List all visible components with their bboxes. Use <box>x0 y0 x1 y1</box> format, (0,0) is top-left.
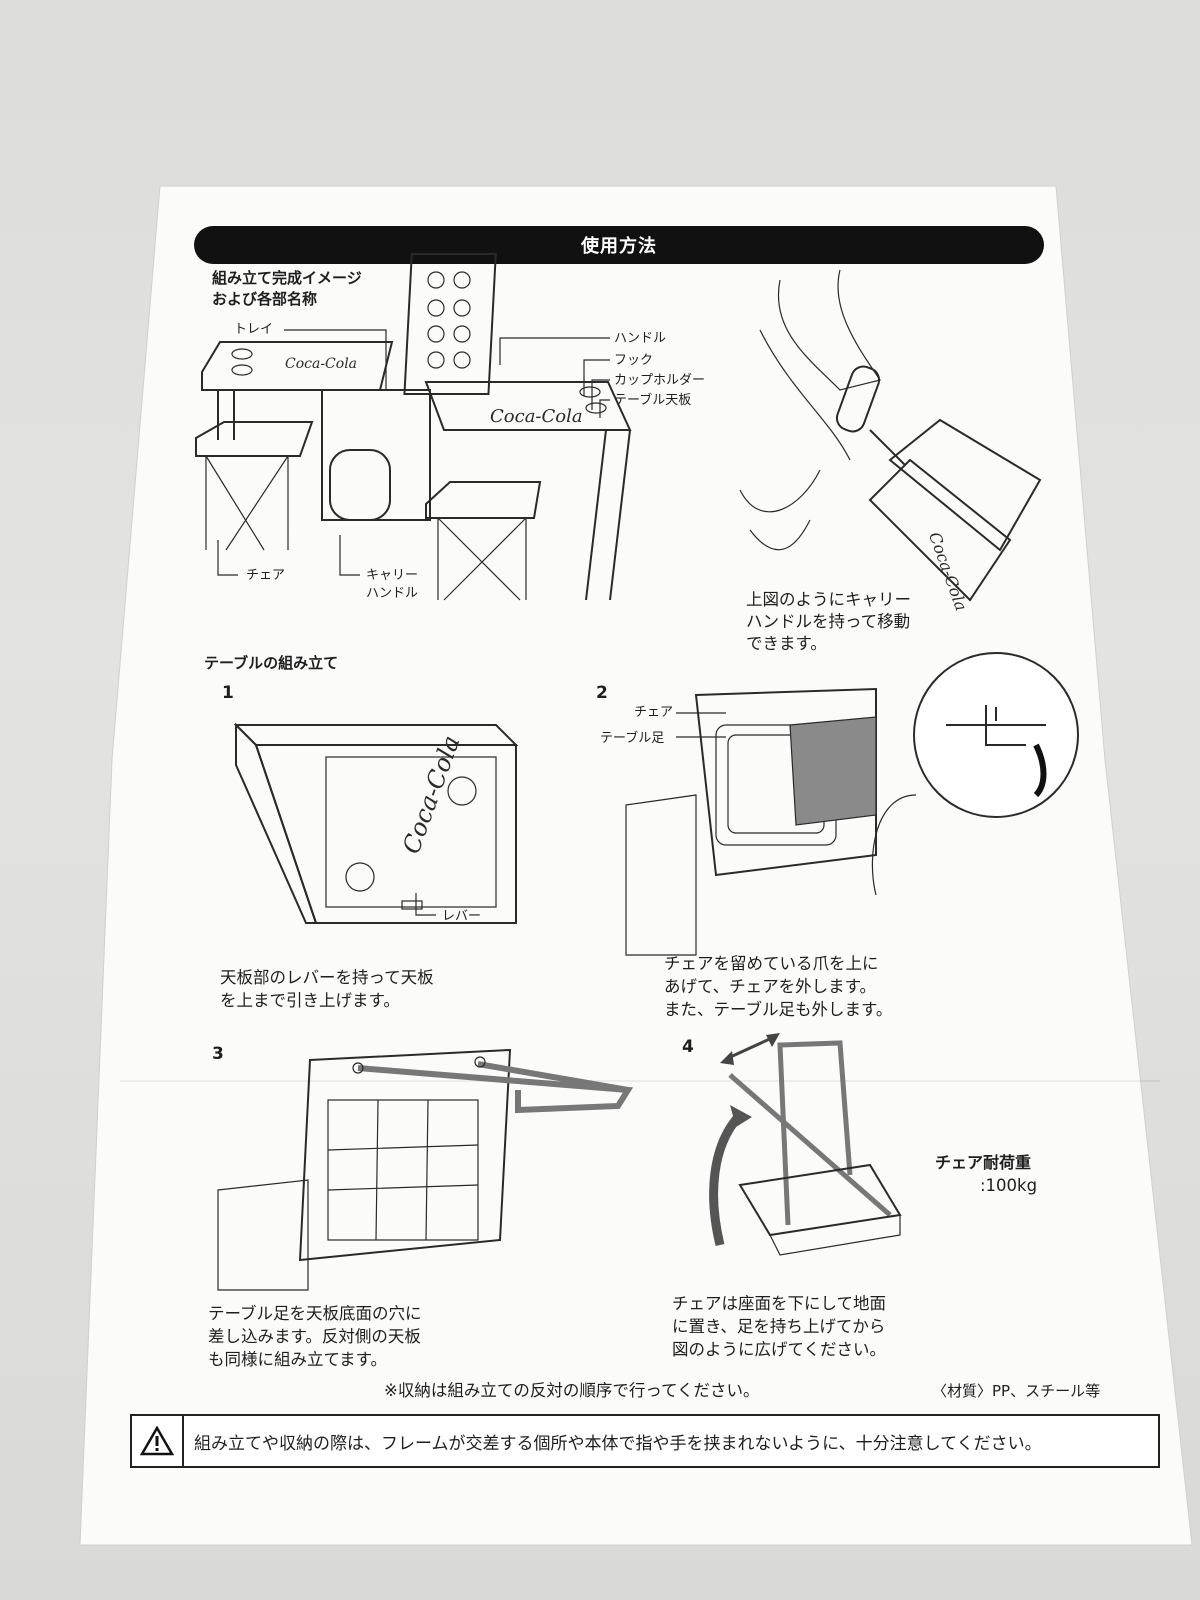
logo-step1: Coca-Cola <box>397 732 466 858</box>
logo-carry: Coca-Cola <box>925 529 971 613</box>
part-label-carry-handle-2: ハンドル <box>366 586 419 601</box>
step-3-illustration <box>217 1048 634 1291</box>
step-3-text-3: も同様に組み立てます。 <box>208 1350 388 1369</box>
section-title: 使用方法 <box>581 236 657 257</box>
carry-note-2: ハンドルを持って移動 <box>746 612 911 631</box>
overview-title-line1: 組み立て完成イメージ <box>212 269 362 287</box>
warning-icon-cell <box>132 1416 184 1466</box>
step-1-text-2: を上まで引き上げます。 <box>220 991 400 1010</box>
step-4-illustration <box>709 1033 902 1256</box>
part-label-hook: フック <box>614 353 654 368</box>
logo-right-top: Coca-Cola <box>490 406 583 427</box>
step-1-label-lever: レバー <box>442 909 482 924</box>
step-2-number: 2 <box>596 683 608 703</box>
part-label-chair: チェア <box>246 568 286 583</box>
tray-cup-holes <box>427 271 471 369</box>
part-label-table-top: テーブル天板 <box>614 393 692 408</box>
carry-note-1: 上図のようにキャリー <box>746 590 911 609</box>
storage-note: ※収納は組み立ての反対の順序で行ってください。 <box>384 1381 760 1400</box>
part-label-tray: トレイ <box>234 322 274 337</box>
part-label-cup-holder: カップホルダー <box>614 373 706 388</box>
material-note: 〈材質〉PP、スチール等 <box>932 1382 1101 1400</box>
overview-leader-lines <box>217 329 610 576</box>
warning-box: 組み立てや収納の際は、フレームが交差する個所や本体で指や手を挟まれないように、十… <box>130 1414 1160 1468</box>
step-3-text-2: 差し込みます。反対側の天板 <box>208 1327 421 1346</box>
carry-illustration: Coca-Cola <box>739 269 1042 613</box>
part-label-carry-handle-1: キャリー <box>366 568 419 583</box>
step-2-illustration <box>625 652 1079 956</box>
step-1-number: 1 <box>222 683 234 703</box>
paper-fold-line <box>120 1080 1160 1082</box>
carry-note-3: できます。 <box>746 634 827 653</box>
section-header: 使用方法 <box>194 226 1044 264</box>
step-2-text-3: また、テーブル足も外します。 <box>664 1000 893 1019</box>
step-3-number: 3 <box>212 1044 224 1064</box>
chair-load-title: チェア耐荷重 <box>935 1153 1032 1172</box>
step-2-label-chair: チェア <box>634 705 674 720</box>
overview-title-line2: および各部名称 <box>212 290 318 308</box>
chair-load-value: :100kg <box>980 1176 1038 1195</box>
step-1-text-1: 天板部のレバーを持って天板 <box>220 968 434 987</box>
step-4-text-3: 図のように広げてください。 <box>672 1340 887 1359</box>
warning-triangle-icon <box>140 1426 174 1456</box>
assembled-table-illustration: Coca-Cola Coca-Cola <box>195 253 632 601</box>
step-4-number: 4 <box>682 1037 694 1057</box>
part-label-handle: ハンドル <box>614 331 667 346</box>
warning-text: 組み立てや収納の際は、フレームが交差する個所や本体で指や手を挟まれないように、十… <box>194 1433 1042 1454</box>
step-4-text-2: に置き、足を持ち上げてから <box>672 1317 886 1336</box>
step-3-text-1: テーブル足を天板底面の穴に <box>208 1304 422 1323</box>
step-1-illustration: Coca-Cola <box>233 722 519 924</box>
assembly-title: テーブルの組み立て <box>204 654 339 672</box>
step-2-text-1: チェアを留めている爪を上に <box>664 954 879 973</box>
step-4-text-1: チェアは座面を下にして地面 <box>672 1294 887 1313</box>
step-2-label-table-leg: テーブル足 <box>600 731 665 746</box>
step-2-text-2: あげて、チェアを外します。 <box>664 977 877 996</box>
logo-left-top: Coca-Cola <box>285 356 357 372</box>
